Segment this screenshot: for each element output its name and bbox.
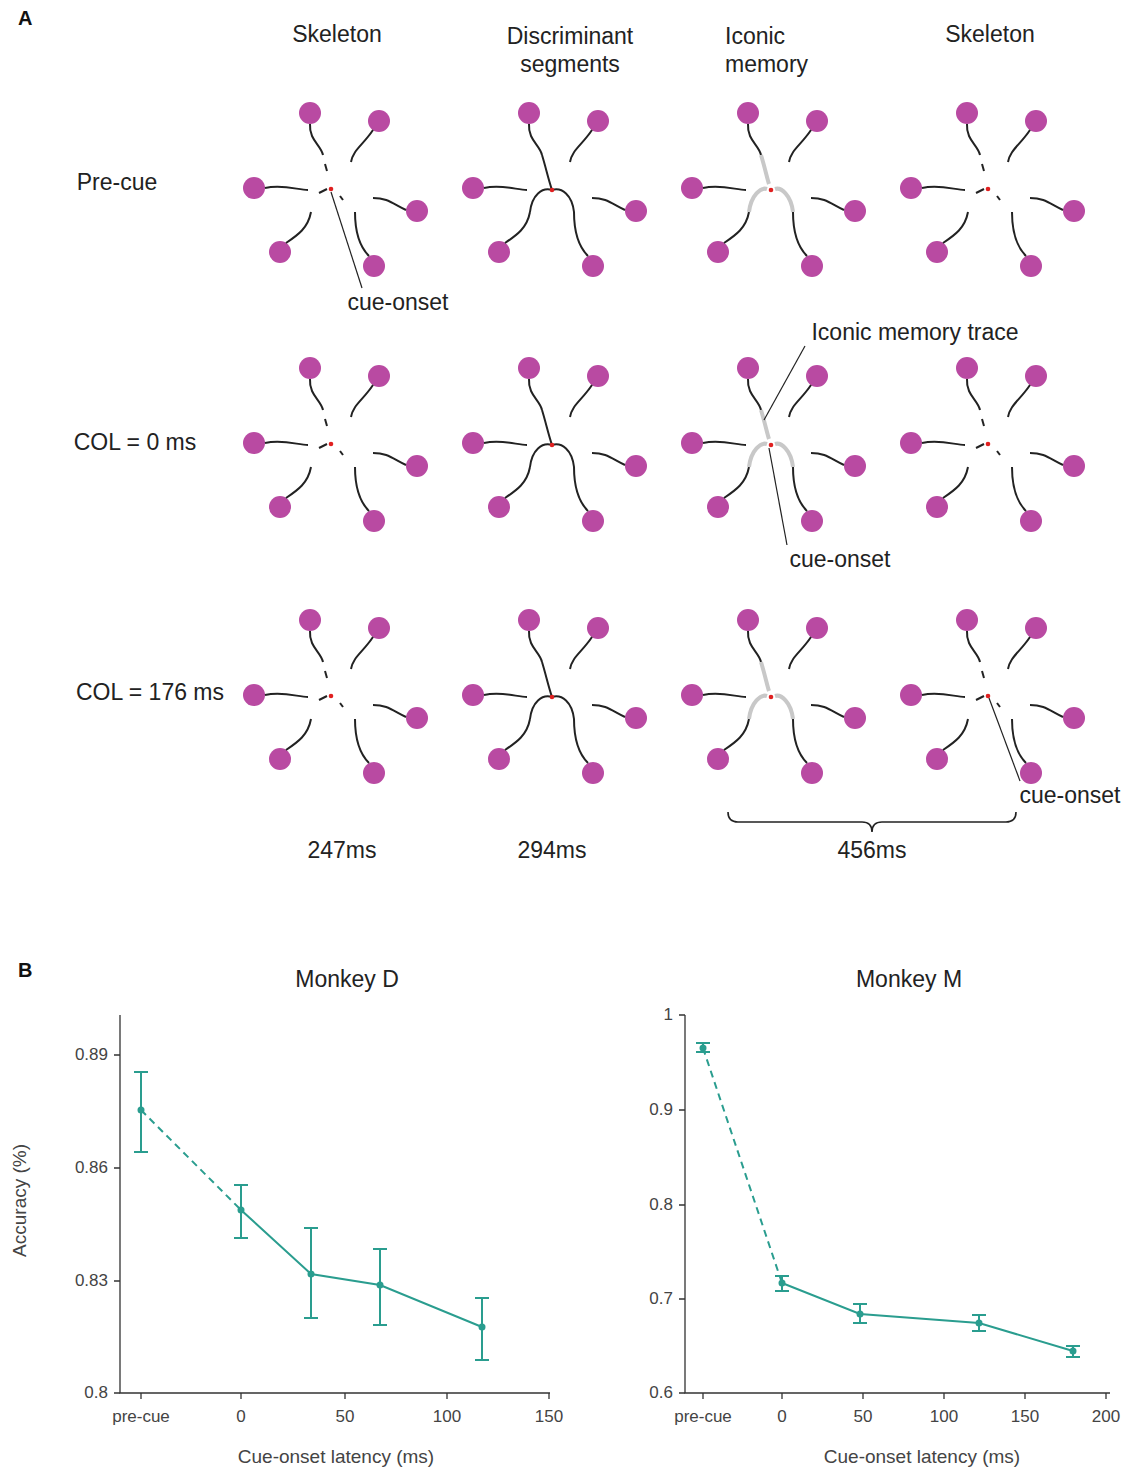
axis-title: Cue-onset latency (ms) <box>824 1446 1020 1469</box>
x-tick: pre-cue <box>674 1407 732 1427</box>
chart-monkey-m <box>679 1015 1110 1399</box>
callout-label: cue-onset <box>347 289 448 317</box>
row-heading: COL = 176 ms <box>76 679 224 707</box>
x-tick: 100 <box>433 1407 461 1427</box>
series-monkey-d <box>134 1072 489 1360</box>
x-tick: 150 <box>535 1407 563 1427</box>
duration-label: 294ms <box>517 837 586 865</box>
duration-label: 456ms <box>837 837 906 865</box>
x-tick: 50 <box>336 1407 355 1427</box>
x-tick: pre-cue <box>112 1407 170 1427</box>
callout-label: cue-onset <box>1019 782 1120 810</box>
y-tick: 0.9 <box>649 1100 673 1120</box>
leader-lines <box>331 192 1020 832</box>
chart-monkey-d <box>114 1015 550 1399</box>
x-tick: 50 <box>854 1407 873 1427</box>
y-tick: 0.86 <box>75 1158 108 1178</box>
panel-letter: A <box>18 6 32 30</box>
y-tick: 0.6 <box>649 1383 673 1403</box>
y-tick: 0.8 <box>649 1195 673 1215</box>
series-monkey-m <box>696 1043 1080 1357</box>
row-heading: COL = 0 ms <box>74 429 197 457</box>
row-heading: Pre-cue <box>77 169 158 197</box>
y-tick: 0.83 <box>75 1271 108 1291</box>
y-tick: 0.8 <box>84 1383 108 1403</box>
axis-title: Accuracy (%) <box>9 1144 32 1257</box>
callout-label: cue-onset <box>789 546 890 574</box>
y-tick: 0.89 <box>75 1045 108 1065</box>
column-heading: Skeleton <box>292 21 382 49</box>
x-tick: 150 <box>1011 1407 1039 1427</box>
x-tick: 0 <box>236 1407 245 1427</box>
chart-title: Monkey D <box>295 966 399 994</box>
column-heading: Skeleton <box>945 21 1035 49</box>
x-tick: 100 <box>930 1407 958 1427</box>
panel-letter: B <box>18 958 32 982</box>
callout-label: Iconic memory trace <box>811 319 1018 347</box>
y-tick: 0.7 <box>649 1289 673 1309</box>
column-heading: Discriminant segments <box>490 23 650 78</box>
x-tick: 0 <box>777 1407 786 1427</box>
chart-title: Monkey M <box>856 966 962 994</box>
stimulus-grid <box>243 102 1085 784</box>
column-heading: Iconic memory <box>725 23 845 78</box>
x-tick: 200 <box>1092 1407 1120 1427</box>
axis-title: Cue-onset latency (ms) <box>238 1446 434 1469</box>
y-tick: 1 <box>664 1005 673 1025</box>
duration-label: 247ms <box>307 837 376 865</box>
